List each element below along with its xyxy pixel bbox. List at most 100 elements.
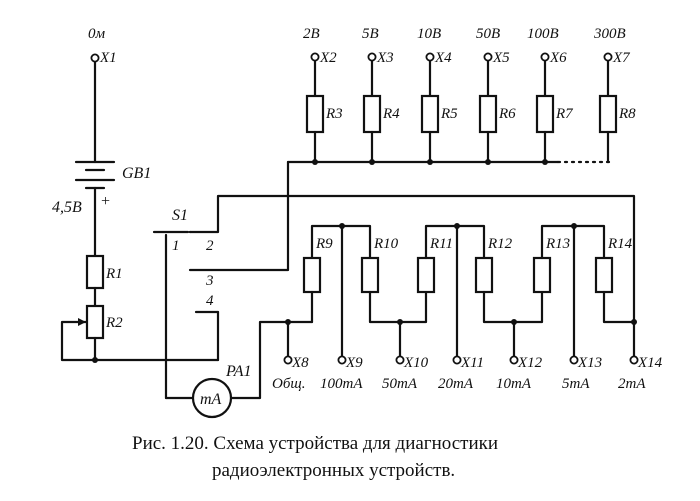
terminal-x12-id: X12: [517, 355, 543, 371]
resistor-r2-label: R2: [105, 315, 123, 331]
terminal-x4-connector: [425, 52, 435, 62]
switch-pos-1: 1: [172, 238, 180, 254]
junction-dot: [369, 159, 375, 165]
terminal-x13-value: 5mA: [562, 376, 590, 392]
resistor-r9-label: R9: [315, 236, 333, 252]
terminal-x3-value: 5В: [362, 26, 379, 42]
battery-ref: GB1: [122, 165, 151, 182]
battery-polarity: +: [100, 193, 111, 210]
junction-dot: [542, 159, 548, 165]
terminal-x2-connector: [310, 52, 320, 62]
r2-wiper: [60, 320, 97, 362]
terminal-x13-id: X13: [577, 355, 602, 371]
resistor-r4-label: R4: [382, 106, 400, 122]
switch-pos-2: 2: [206, 238, 214, 254]
junction-dot: [427, 159, 433, 165]
terminal-x2-value: 2В: [303, 26, 320, 42]
terminal-x10-value: 50mA: [382, 376, 418, 392]
terminal-x6-id: X6: [549, 50, 567, 66]
resistor-r12-label: R12: [487, 236, 513, 252]
resistor-r2: [85, 304, 105, 340]
resistor-r6: [478, 94, 498, 134]
terminal-x1-connector: [90, 53, 100, 63]
terminal-x7-connector: [603, 52, 613, 62]
switch-pos-3: 3: [205, 273, 214, 289]
resistor-r5-label: R5: [440, 106, 458, 122]
junction-dot: [312, 159, 318, 165]
resistor-r7: [535, 94, 555, 134]
terminal-x1-id: X1: [99, 50, 117, 66]
resistor-r11-label: R11: [429, 236, 453, 252]
terminal-x14-connector: [629, 355, 639, 365]
resistor-r1-label: R1: [105, 266, 123, 282]
contact-2-bus: [188, 194, 636, 324]
terminal-x9-id: X9: [345, 355, 363, 371]
terminal-x1-value: 0м: [88, 26, 106, 42]
terminal-x3-connector: [367, 52, 377, 62]
resistor-r13-label: R13: [545, 236, 570, 252]
resistor-r6-label: R6: [498, 106, 516, 122]
voltage-divider: [286, 52, 618, 165]
switch-s1: [152, 230, 192, 400]
terminal-x4-value: 10В: [417, 26, 441, 42]
resistor-r1: [85, 254, 105, 290]
resistor-r5: [420, 94, 440, 134]
resistor-r8-label: R8: [618, 106, 636, 122]
resistor-r14: [594, 256, 614, 294]
resistor-r11: [416, 256, 436, 294]
battery-voltage: 4,5В: [52, 199, 82, 216]
wiper-arrow: [78, 318, 86, 326]
terminal-x5-id: X5: [492, 50, 510, 66]
terminal-x14-value: 2mA: [618, 376, 646, 392]
contact-3-bus: [188, 160, 290, 272]
terminal-x6-connector: [540, 52, 550, 62]
caption-line-2: радиоэлектронных устройств.: [212, 460, 455, 481]
terminal-x11-id: X11: [460, 355, 484, 371]
meter-to-common: [229, 320, 290, 400]
junction-dot: [631, 319, 637, 325]
terminal-x5-value: 50В: [476, 26, 500, 42]
terminal-x9-connector: [337, 355, 347, 365]
resistor-r3: [305, 94, 325, 134]
terminal-x12-value: 10mA: [496, 376, 532, 392]
switch-ref: S1: [172, 207, 188, 224]
resistor-r10-label: R10: [373, 236, 399, 252]
resistor-r7-label: R7: [555, 106, 574, 122]
terminal-x13-connector: [569, 355, 579, 365]
meter-ref: PA1: [225, 363, 251, 380]
terminal-x10-connector: [395, 355, 405, 365]
resistor-r8: [598, 94, 618, 134]
resistor-r14-label: R14: [607, 236, 633, 252]
resistor-r4: [362, 94, 382, 134]
terminal-x2-id: X2: [319, 50, 337, 66]
resistor-r13: [532, 256, 552, 294]
terminal-x8-value: Общ.: [272, 376, 305, 392]
caption-line-1: Рис. 1.20. Схема устройства для диагност…: [132, 433, 498, 454]
switch-pos-4: 4: [206, 293, 214, 309]
terminal-x5-connector: [483, 52, 493, 62]
resistor-r3-label: R3: [325, 106, 343, 122]
terminal-x6-value: 100В: [527, 26, 559, 42]
resistor-r9: [302, 256, 322, 294]
resistor-r10: [360, 256, 380, 294]
terminal-x9-value: 100mA: [320, 376, 363, 392]
shunt-ladder: [283, 223, 639, 365]
terminal-x11-connector: [452, 355, 462, 365]
terminal-x8-id: X8: [291, 355, 309, 371]
terminal-x11-value: 20mA: [438, 376, 474, 392]
terminal-x8-connector: [283, 355, 293, 365]
resistor-r12: [474, 256, 494, 294]
terminal-x7-id: X7: [612, 50, 631, 66]
terminal-x7-value: 300В: [593, 26, 626, 42]
meter-unit: mA: [200, 391, 222, 408]
terminal-x1: X1 0м: [88, 26, 117, 66]
terminal-x12-connector: [509, 355, 519, 365]
junction-dot: [285, 319, 291, 325]
battery-branch: [60, 60, 220, 363]
terminal-x10-id: X10: [403, 355, 429, 371]
terminal-x3-id: X3: [376, 50, 394, 66]
meter-pa1: mA: [164, 320, 290, 419]
junction-dot: [485, 159, 491, 165]
terminal-x4-id: X4: [434, 50, 452, 66]
